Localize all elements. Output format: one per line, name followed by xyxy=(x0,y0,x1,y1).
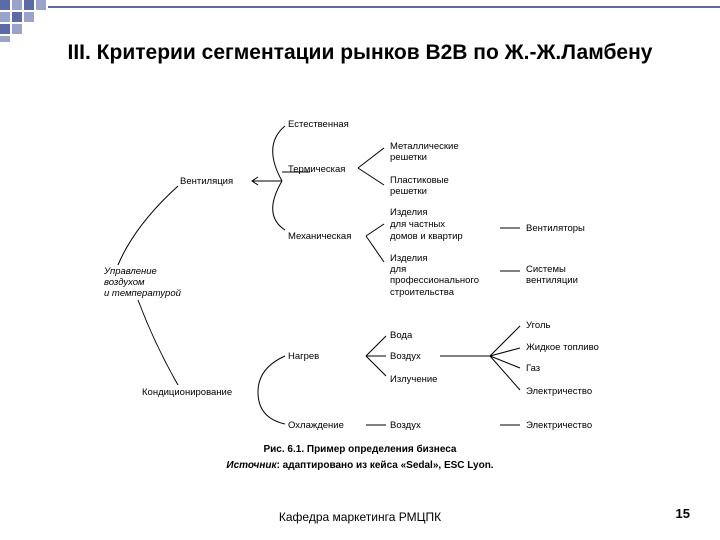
source-label: Источник xyxy=(226,460,277,471)
node-professional-line-2: для xyxy=(390,264,406,275)
corner-square xyxy=(12,24,22,34)
footer-department: Кафедра маркетинга РМЦПК xyxy=(278,510,442,524)
node-private-line-3: домов и квартир xyxy=(390,231,463,242)
corner-square xyxy=(24,0,34,10)
connector xyxy=(272,125,286,182)
node-radiation: Излучение xyxy=(390,374,437,385)
node-electricity-heating: Электричество xyxy=(526,386,592,397)
node-root-line-3: и температурой xyxy=(104,288,182,299)
node-systems-line-2: вентиляции xyxy=(526,275,578,286)
node-professional-line-1: Изделия xyxy=(390,253,427,264)
connector xyxy=(489,355,521,369)
connector xyxy=(357,167,385,186)
connector xyxy=(117,185,179,266)
node-water: Вода xyxy=(390,330,413,341)
node-cooling: Охлаждение xyxy=(288,420,344,431)
node-root-line-2: воздухом xyxy=(104,277,145,288)
corner-square xyxy=(12,12,22,22)
node-conditioning: Кондиционирование xyxy=(142,387,232,398)
corner-square xyxy=(36,0,46,10)
connector xyxy=(489,355,521,391)
node-liquid-fuel: Жидкое топливо xyxy=(526,342,599,353)
node-thermal: Термическая xyxy=(288,164,345,175)
connector xyxy=(357,147,385,169)
node-natural: Естественная xyxy=(288,119,349,130)
node-metal-line-2: решетки xyxy=(390,152,427,163)
node-ventilation: Вентиляция xyxy=(180,176,233,187)
node-coal: Уголь xyxy=(526,320,550,331)
node-electricity-cooling: Электричество xyxy=(526,420,592,431)
figure-caption: Рис. 6.1. Пример определения бизнеса xyxy=(263,444,457,455)
node-air-cooling: Воздух xyxy=(390,420,421,431)
corner-square xyxy=(0,36,10,42)
node-plastic-line-1: Пластиковые xyxy=(390,175,449,186)
connector xyxy=(365,223,385,237)
connector xyxy=(489,347,521,357)
node-air-heating: Воздух xyxy=(390,351,421,362)
connector xyxy=(365,355,387,377)
node-root-line-1: Управление xyxy=(103,266,157,277)
node-private-line-2: для частных xyxy=(390,219,445,230)
node-private-line-1: Изделия xyxy=(390,207,427,218)
node-professional-line-4: строительства xyxy=(390,287,455,298)
corner-square xyxy=(0,12,10,22)
node-fans: Вентиляторы xyxy=(526,223,585,234)
page-number: 15 xyxy=(675,506,690,521)
node-professional-line-3: профессионального xyxy=(390,275,479,286)
connector xyxy=(489,325,521,357)
connector xyxy=(257,391,286,425)
corner-decoration xyxy=(0,0,720,42)
source-text: : адаптировано из кейса «Sedal», ESC Lyo… xyxy=(276,460,494,471)
connector xyxy=(365,335,387,357)
arrow-head xyxy=(251,176,259,186)
segmentation-tree-diagram: Управление воздухом и температурой Венти… xyxy=(103,119,599,431)
connector xyxy=(257,355,286,393)
figure-source: Источник: адаптировано из кейса «Sedal»,… xyxy=(160,460,560,471)
node-gas: Газ xyxy=(526,363,540,374)
tree-connectors xyxy=(117,125,521,426)
connector xyxy=(365,235,385,263)
top-rule xyxy=(48,6,720,8)
node-systems-line-1: Системы xyxy=(526,264,566,275)
node-metal-line-1: Металлические xyxy=(390,141,459,152)
node-plastic-line-2: решетки xyxy=(390,186,427,197)
connector xyxy=(137,299,179,386)
slide-title: III. Критерии сегментации рынков B2B по … xyxy=(67,41,653,64)
corner-square xyxy=(24,12,34,22)
corner-square xyxy=(12,0,22,10)
corner-square xyxy=(0,0,10,10)
node-mechanical: Механическая xyxy=(288,231,351,242)
connector xyxy=(272,180,286,231)
node-heating: Нагрев xyxy=(288,351,319,362)
corner-square xyxy=(0,24,10,34)
